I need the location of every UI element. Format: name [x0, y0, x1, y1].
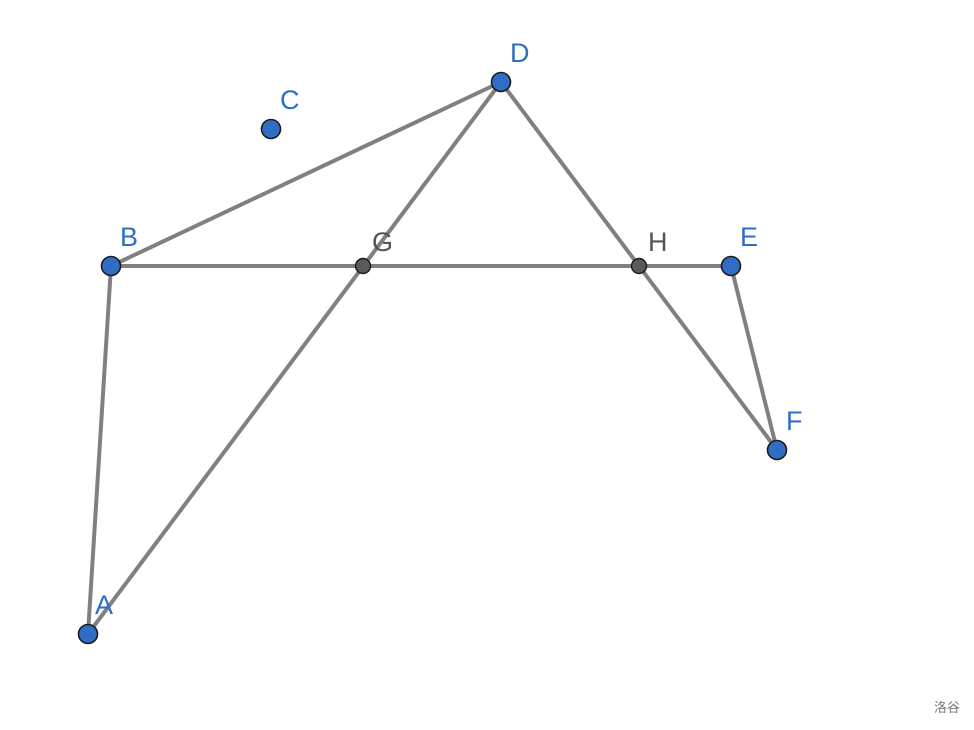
point-label-e: E [740, 222, 758, 252]
point-label-f: F [786, 406, 803, 436]
watermark-text: 洛谷 [933, 701, 960, 716]
segment-ab [86, 264, 113, 636]
point-b[interactable] [100, 255, 122, 277]
point-g[interactable] [354, 257, 372, 275]
point-label-b: B [120, 222, 138, 252]
labels-layer: A B C D E F G H [95, 38, 803, 620]
point-c[interactable] [260, 118, 282, 140]
point-e[interactable] [720, 255, 742, 277]
point-label-d: D [510, 38, 530, 68]
point-label-c: C [280, 85, 300, 115]
points-layer [77, 71, 788, 645]
point-h[interactable] [630, 257, 648, 275]
point-d[interactable] [490, 71, 512, 93]
segment-ef [729, 264, 779, 452]
point-label-h: H [648, 227, 668, 257]
segments-layer [86, 80, 779, 636]
segment-bd [109, 80, 503, 268]
point-label-a: A [95, 590, 113, 620]
point-a[interactable] [77, 623, 99, 645]
point-label-g: G [372, 227, 393, 257]
point-f[interactable] [766, 439, 788, 461]
segment-ad [86, 80, 503, 636]
